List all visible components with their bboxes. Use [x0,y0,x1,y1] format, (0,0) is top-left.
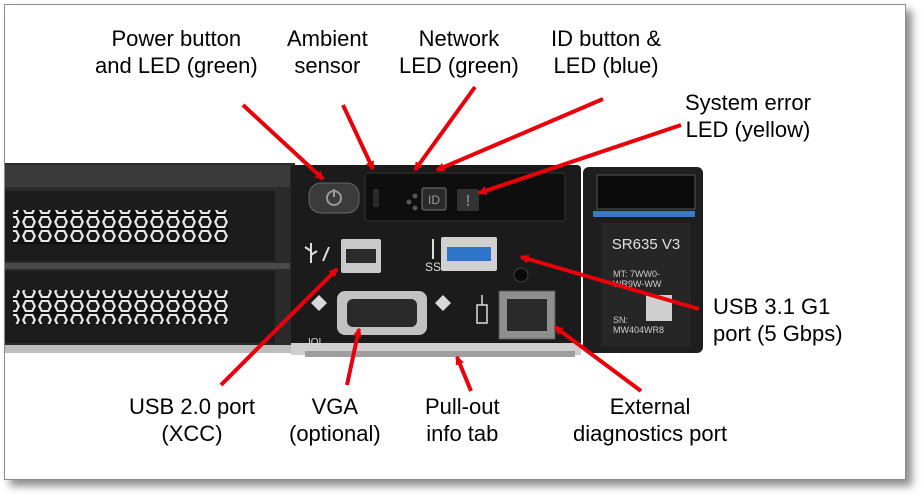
callout-power: Power button and LED (green) [95,25,258,79]
callout-usb20-line1: USB 2.0 port [129,394,255,419]
callout-pullout-line1: Pull-out [425,394,500,419]
callout-error-line1: System error [685,90,811,115]
arrow-vga [345,327,362,386]
callout-usb31-line2: port (5 Gbps) [713,321,843,346]
callout-network-line1: Network [418,26,500,51]
vga-screw-right [435,295,451,311]
error-icon: ! [465,193,470,210]
callout-arrows [219,85,700,393]
callout-diag-line1: External [609,394,691,419]
rack-ear-label: SR635 V3 MT: 7WW0- WR9W-WW SN: MW404WR8 [583,167,703,353]
server-front-panel: ID ! SS [5,85,703,393]
network-led [406,193,418,211]
callout-usb31-line1: USB 3.1 G1 [713,294,831,319]
callout-vga: VGA (optional) [289,393,381,447]
power-button[interactable] [308,182,360,214]
callout-ambient-line1: Ambient [287,26,368,51]
svg-text:SN:: SN: [613,315,628,325]
callout-id: ID button & LED (blue) [551,25,661,79]
svg-text:SS: SS [425,260,441,274]
arrow-pullout [455,355,473,392]
callout-vga-line1: VGA [311,394,359,419]
operator-panel: ID ! SS [291,165,581,357]
callout-power-line1: Power button [111,26,242,51]
arrow-error [477,123,682,195]
callout-error-line2: LED (yellow) [685,117,811,142]
callout-id-line2: LED (blue) [553,53,659,78]
callout-usb31: USB 3.1 G1 port (5 Gbps) [713,293,843,347]
svg-text:MT: 7WW0-: MT: 7WW0- [613,269,660,279]
ambient-sensor [373,189,379,207]
arrow-network [413,85,477,172]
arrow-usb31 [519,254,700,311]
id-icon: ID [428,193,440,207]
callout-power-line2: and LED (green) [95,53,258,78]
callout-usb20-line2: (XCC) [161,421,223,446]
arrow-ambient [341,104,375,171]
model-label: SR635 V3 [612,236,680,253]
usb-wrench-icon [304,243,330,263]
arrow-usb20 [219,267,339,387]
callout-ambient-line2: sensor [294,53,361,78]
callout-ambient: Ambient sensor [287,25,368,79]
callout-vga-line2: (optional) [289,421,381,446]
vga-icon: IOI [308,337,321,348]
figure-frame: ID ! SS [4,4,906,480]
drive-bays [5,163,295,353]
callout-pullout: Pull-out info tab [425,393,500,447]
arrow-diag [553,325,643,393]
callout-network: Network LED (green) [399,25,519,79]
svg-text:MW404WR8: MW404WR8 [613,325,664,335]
diagnostics-icon [476,295,488,324]
arrow-power [241,103,325,181]
network-icon [412,205,418,211]
callout-id-line1: ID button & [551,26,662,51]
arrow-id [435,97,604,172]
system-error-led: ! [457,189,479,211]
pull-out-info-tab[interactable] [305,351,575,357]
callout-pullout-line2: info tab [426,421,499,446]
callout-external-diag: External diagnostics port [573,393,727,447]
callout-diag-line2: diagnostics port [573,421,728,446]
usb-ss-icon: SS [425,239,441,274]
vga-screw-left [311,295,327,311]
callout-system-error: System error LED (yellow) [685,89,811,143]
callout-network-line2: LED (green) [399,53,519,78]
callout-usb20: USB 2.0 port (XCC) [129,393,255,447]
svg-text:WR9W-WW: WR9W-WW [613,279,662,289]
id-button[interactable]: ID [421,187,447,211]
